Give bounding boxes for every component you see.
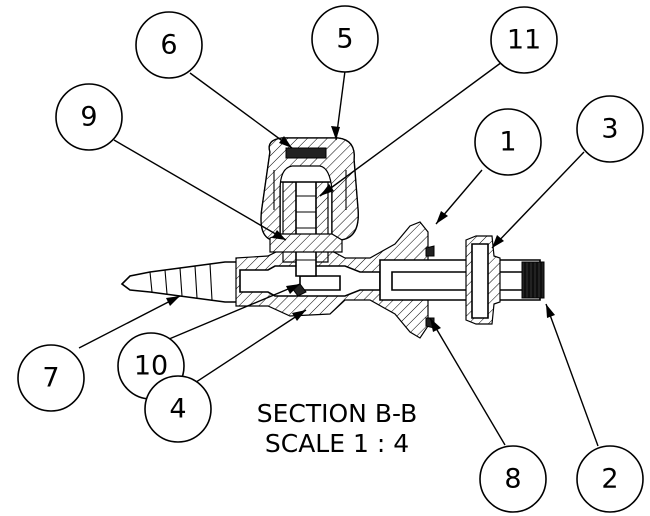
balloon-label: 6	[160, 30, 177, 61]
balloon-1: 1	[474, 108, 542, 176]
balloon-label: 3	[601, 114, 618, 145]
balloon-label: 5	[336, 24, 353, 55]
section-scale: SCALE 1 : 4	[265, 429, 409, 458]
balloon-7: 7	[17, 344, 85, 412]
balloon-4: 4	[144, 375, 212, 443]
section-title: SECTION B-B	[257, 399, 418, 428]
balloon-label: 11	[507, 25, 541, 56]
balloon-6: 6	[135, 11, 203, 79]
balloon-label: 1	[499, 127, 516, 158]
balloon-3: 3	[576, 95, 644, 163]
balloon-label: 10	[134, 351, 168, 382]
balloon-label: 7	[42, 363, 59, 394]
balloon-11: 11	[490, 6, 558, 74]
valve-assembly	[120, 137, 545, 339]
balloon-label: 8	[504, 464, 521, 495]
balloon-label: 9	[80, 102, 97, 133]
section-caption: SECTION B-B SCALE 1 : 4	[257, 399, 418, 458]
balloon-label: 4	[169, 394, 186, 425]
balloon-5: 5	[311, 5, 379, 73]
balloon-9: 9	[55, 83, 123, 151]
balloon-2: 2	[576, 445, 644, 513]
leader-lines	[78, 61, 599, 447]
balloon-8: 8	[479, 445, 547, 513]
balloon-label: 2	[601, 464, 618, 495]
